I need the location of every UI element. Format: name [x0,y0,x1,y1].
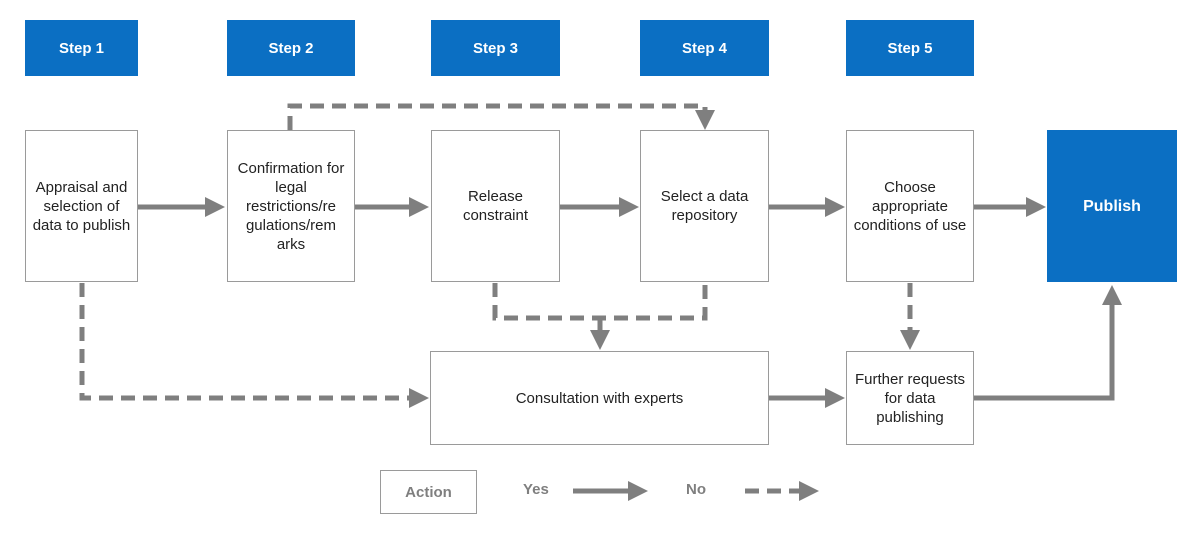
arrow-appraisal-to-consultation-dashed [79,283,429,408]
legend-yes-label: Yes [523,481,549,498]
arrow-release-repository-to-consultation-dashed [492,283,708,321]
consultation-box: Consultation with experts [430,351,769,445]
legend-no-label: No [686,481,706,498]
step-3-header: Step 3 [431,20,560,76]
select-repository-box: Select a data repository [640,130,769,282]
release-constraint-box: Release constraint [431,130,560,282]
legend-action-box: Action [380,470,477,514]
step-1-header: Step 1 [25,20,138,76]
publish-box: Publish [1047,130,1177,282]
arrow-confirmation-to-repository-dashed [287,103,715,130]
conditions-of-use-box: Choose appropriate conditions of use [846,130,974,282]
step-5-header: Step 5 [846,20,974,76]
appraisal-box: Appraisal and selection of data to publi… [25,130,138,282]
step-4-header: Step 4 [640,20,769,76]
arrow-further-to-publish [974,285,1122,401]
step-2-header: Step 2 [227,20,355,76]
confirmation-box: Confirmation for legal restrictions/re g… [227,130,355,282]
further-requests-box: Further requests for data publishing [846,351,974,445]
